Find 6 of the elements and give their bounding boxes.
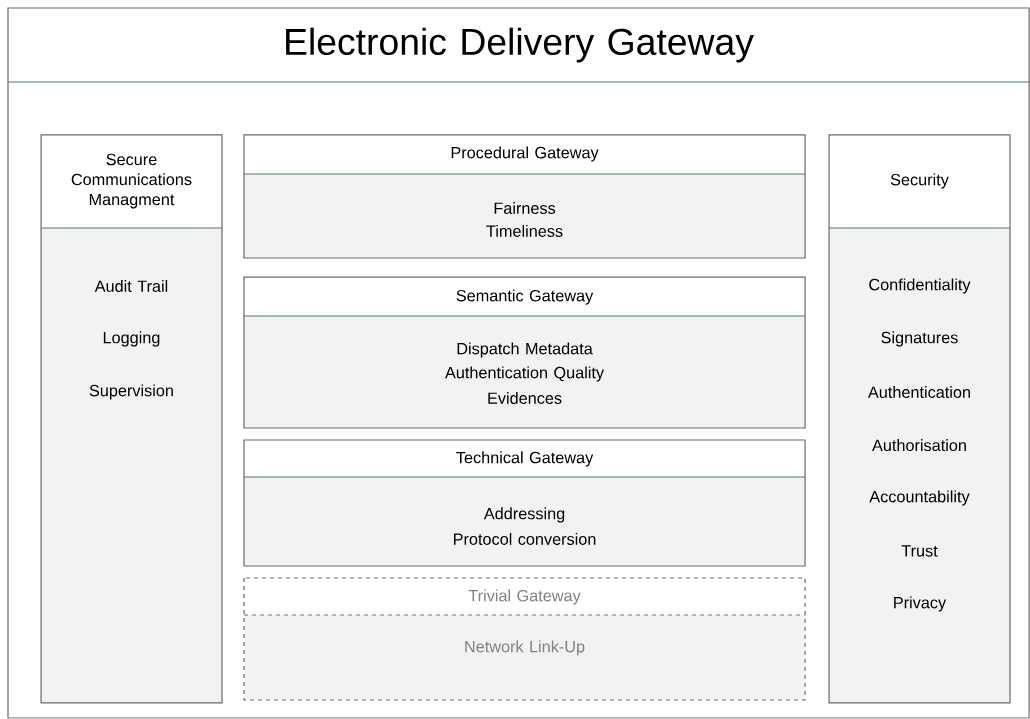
column-panel: Secure Communications Managment Audit Trail Logging Supervision <box>40 134 223 704</box>
layer-box: Procedural Gateway Fairness Timeliness <box>243 134 806 259</box>
layer-box: Technical Gateway Addressing Protocol conversion <box>243 439 806 567</box>
layer-box: Semantic Gateway Dispatch Metadata Authentication Quality Evidences <box>243 276 806 429</box>
column-panel: Security Confidentiality Signatures Authentication Authorisation Accountability Trust Privacy <box>828 134 1011 704</box>
layer-box: Trivial Gateway Network Link-Up <box>243 577 806 701</box>
